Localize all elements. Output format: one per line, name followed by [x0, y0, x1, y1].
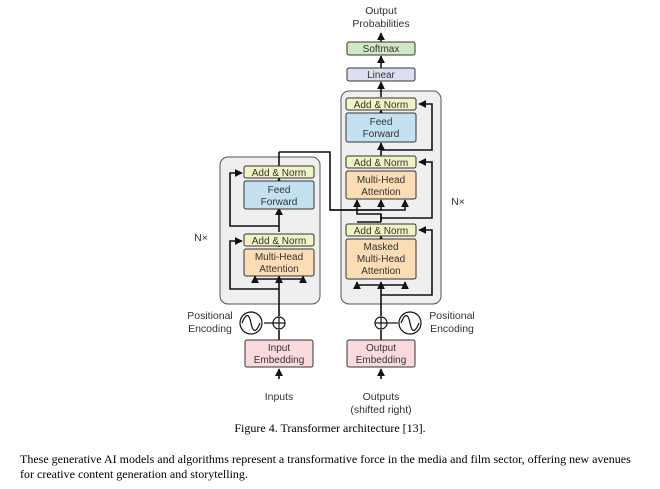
- masked-attention-label-2: Multi-Head: [357, 254, 405, 265]
- masked-attention-label-1: Masked: [363, 242, 398, 253]
- decoder-feed-forward: [345, 112, 417, 143]
- input-embedding: [244, 339, 314, 368]
- encoder-stack: [219, 156, 321, 305]
- encoder-feed-forward-label-1: Feed: [268, 185, 291, 196]
- decoder-multi-head-attention: [345, 170, 417, 200]
- encoder-feed-forward: [243, 180, 315, 210]
- input-embedding-label-1: Input: [268, 343, 290, 354]
- figure-caption: Figure 4. Transformer architecture [13].: [234, 421, 426, 435]
- encoder-positional-label-2: Encoding: [188, 323, 232, 335]
- transformer-architecture-diagram: Add & Norm Feed Forward Add & Norm Multi…: [187, 5, 475, 416]
- decoder-add-norm-middle: [345, 155, 417, 169]
- encoder-add-norm-top-label: Add & Norm: [252, 168, 306, 179]
- decoder-nx-label: N×: [451, 196, 465, 208]
- decoder-feed-forward-label-1: Feed: [370, 117, 393, 128]
- outputs-label-1: Outputs: [363, 391, 400, 403]
- encoder-add-norm-bottom-label: Add & Norm: [252, 236, 306, 247]
- linear-label: Linear: [367, 70, 395, 81]
- decoder-add-norm-top: [345, 97, 417, 111]
- output-embedding-label-1: Output: [366, 343, 396, 354]
- output-embedding: [346, 339, 416, 368]
- decoder-positional-label-2: Encoding: [430, 323, 474, 335]
- masked-attention-label-3: Attention: [361, 266, 400, 277]
- input-embedding-label-2: Embedding: [254, 355, 305, 366]
- decoder-attention-label-1: Multi-Head: [357, 175, 405, 186]
- decoder-attention-label-2: Attention: [361, 187, 400, 198]
- encoder-attention-label-1: Multi-Head: [255, 252, 303, 263]
- linear-block: [346, 67, 416, 82]
- output-probabilities-label-2: Probabilities: [352, 18, 409, 30]
- decoder-masked-attention: [345, 238, 417, 280]
- decoder-positional-label-1: Positional: [429, 310, 475, 322]
- decoder-add-norm-middle-label: Add & Norm: [354, 158, 408, 169]
- output-embedding-label-2: Embedding: [356, 355, 407, 366]
- outputs-label-2: (shifted right): [350, 404, 411, 416]
- encoder-multi-head-attention: [243, 248, 315, 277]
- encoder-attention-label-2: Attention: [259, 264, 298, 275]
- decoder-feed-forward-label-2: Forward: [363, 129, 400, 140]
- encoder-add-norm-bottom: [243, 233, 315, 247]
- output-probabilities-label-1: Output: [365, 5, 397, 17]
- encoder-nx-label: N×: [194, 232, 208, 244]
- decoder-add-norm-bottom-label: Add & Norm: [354, 226, 408, 237]
- encoder-positional-label-1: Positional: [187, 310, 233, 322]
- body-paragraph: These generative AI models and algorithm…: [20, 452, 631, 481]
- encoder-add-norm-top: [243, 165, 315, 179]
- softmax-label: Softmax: [363, 44, 400, 55]
- encoder-feed-forward-label-2: Forward: [261, 197, 298, 208]
- inputs-label: Inputs: [265, 391, 294, 403]
- decoder-add-norm-bottom: [345, 223, 417, 237]
- softmax-block: [346, 41, 416, 56]
- decoder-add-norm-top-label: Add & Norm: [354, 100, 408, 111]
